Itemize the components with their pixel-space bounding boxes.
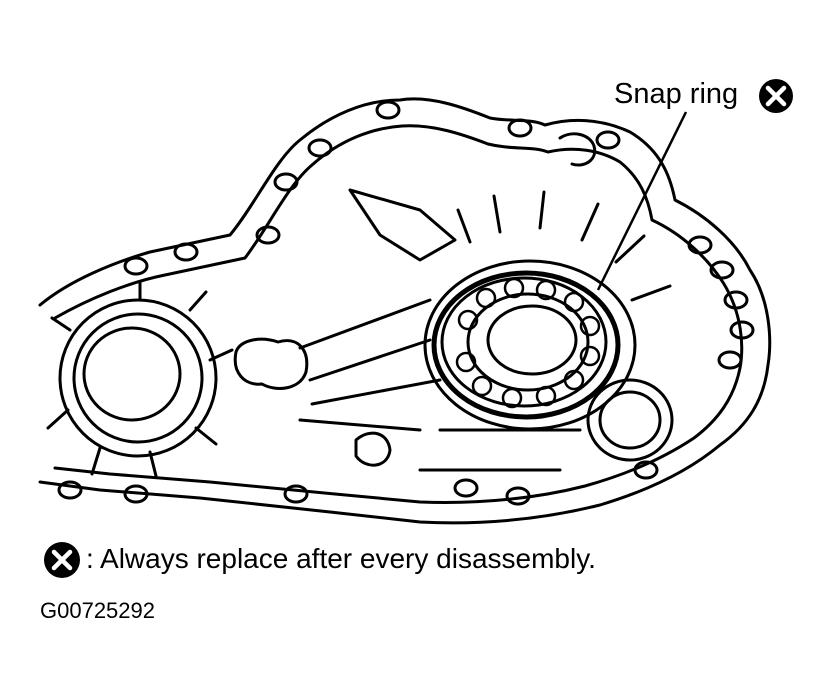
legend-text: : Always replace after every disassembly… xyxy=(86,543,596,574)
snap-ring-label: Snap ring xyxy=(614,78,739,110)
figure-id: G00725292 xyxy=(40,598,155,623)
housing-outline xyxy=(38,97,772,525)
legend-replace-x-icon xyxy=(44,542,80,578)
right-small-bore xyxy=(586,378,674,462)
replace-x-icon xyxy=(759,79,793,113)
bolt-holes xyxy=(57,100,755,506)
internal-ribs xyxy=(233,132,597,472)
snap-ring xyxy=(431,270,621,420)
center-bearing xyxy=(423,190,672,431)
left-bearing-bore xyxy=(46,280,234,478)
flange-inner-line xyxy=(53,124,744,504)
snap-ring-leader-line xyxy=(596,111,688,291)
